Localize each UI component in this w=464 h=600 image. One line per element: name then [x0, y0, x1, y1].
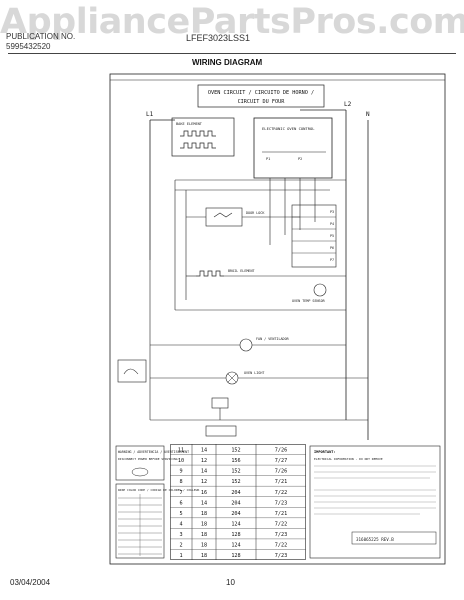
table-cell: 7	[179, 490, 182, 496]
part-number: 316065225 REV.B	[356, 537, 394, 542]
table-cell: 18	[201, 511, 207, 517]
table-cell: 11	[178, 448, 184, 454]
diagram-frame	[109, 73, 446, 565]
table-cell: 7/27	[275, 458, 288, 464]
table-cell: 4	[179, 521, 182, 527]
electronic-control	[253, 117, 333, 179]
svg-text:P1: P1	[266, 157, 270, 161]
svg-text:P6: P6	[330, 246, 334, 250]
svg-text:BROIL ELEMENT: BROIL ELEMENT	[228, 269, 255, 273]
table-cell: 7/21	[275, 511, 288, 517]
table-cell: 18	[201, 532, 207, 538]
table-cell: 152	[231, 469, 240, 475]
element-box	[171, 117, 235, 157]
table-cell: 8	[179, 479, 182, 485]
publication-number: 5995432520	[6, 42, 51, 51]
table-cell: 7/23	[275, 532, 288, 538]
table-cell: 7/23	[275, 500, 288, 506]
watermark: AppliancePartsPros.com	[0, 2, 464, 42]
svg-text:ELECTRICAL INFORMATION - DO NO: ELECTRICAL INFORMATION - DO NOT REMOVE	[314, 457, 383, 461]
table-cell: 5	[179, 511, 182, 517]
table-cell: 124	[231, 521, 240, 527]
label-n: N	[366, 111, 370, 118]
bake-element-label: BAKE ELEMENT	[176, 122, 203, 126]
table-cell: 7/22	[275, 543, 288, 549]
table-cell: 156	[231, 458, 240, 464]
svg-text:DOOR LOCK: DOOR LOCK	[246, 211, 265, 215]
circuit-title-line2: CIRCUIT DU FOUR	[238, 99, 286, 105]
table-cell: 14	[201, 500, 207, 506]
table-cell: 204	[231, 511, 240, 517]
table-cell: 18	[201, 543, 207, 549]
circuit-title-box	[197, 84, 325, 108]
svg-text:FAN / VENTILADOR: FAN / VENTILADOR	[256, 337, 290, 341]
svg-text:P4: P4	[330, 222, 334, 226]
table-cell: 152	[231, 448, 240, 454]
table-frame	[170, 444, 306, 560]
section-title: WIRING DIAGRAM	[192, 58, 263, 67]
table-cell: 12	[201, 458, 207, 464]
model-number: LFEF3023LSS1	[186, 33, 251, 43]
footer-date: 03/04/2004	[10, 578, 51, 587]
table-cell: 7/22	[275, 521, 288, 527]
table-cell: 7/26	[275, 469, 288, 475]
table-cell: 7/26	[275, 448, 288, 454]
svg-text:WARNING / ADVERTENCIA / AVERTI: WARNING / ADVERTENCIA / AVERTISSEMENT	[118, 450, 189, 454]
svg-text:P3: P3	[330, 210, 334, 214]
label-l1: L1	[146, 111, 154, 118]
control-label: ELECTRONIC OVEN CONTROL	[262, 126, 315, 131]
table-cell: 18	[201, 521, 207, 527]
table-cell: 204	[231, 490, 240, 496]
table-cell: 152	[231, 479, 240, 485]
table-cell: 204	[231, 500, 240, 506]
table-cell: 128	[231, 553, 240, 559]
header-rule	[8, 53, 456, 54]
color-legend	[115, 483, 165, 559]
svg-text:P5: P5	[330, 234, 334, 238]
table-cell: 14	[201, 469, 207, 475]
table-cell: 2	[179, 543, 182, 549]
table-cell: 16	[201, 490, 207, 496]
svg-text:DISCONNECT POWER BEFORE SERVIC: DISCONNECT POWER BEFORE SERVICING.	[118, 457, 180, 461]
svg-text:P2: P2	[298, 157, 302, 161]
table-cell: 6	[179, 500, 182, 506]
table-cell: 124	[231, 543, 240, 549]
label-l2: L2	[344, 101, 352, 108]
table-cell: 7/22	[275, 490, 288, 496]
table-cell: 7/21	[275, 479, 288, 485]
publication-label: PUBLICATION NO.	[6, 32, 76, 41]
svg-text:OVEN LIGHT: OVEN LIGHT	[244, 371, 264, 375]
table-cell: 7/23	[275, 553, 288, 559]
table-cell: 128	[231, 532, 240, 538]
svg-text:OVEN TEMP SENSOR: OVEN TEMP SENSOR	[292, 299, 326, 303]
page-number: 10	[226, 578, 235, 587]
svg-text:IMPORTANT:: IMPORTANT:	[314, 450, 336, 454]
door-lock	[205, 207, 243, 227]
table-cell: 3	[179, 532, 182, 538]
svg-text:P7: P7	[330, 258, 334, 262]
sensor-symbol	[313, 283, 327, 297]
table-cell: 14	[201, 448, 207, 454]
table-cell: 10	[178, 458, 184, 464]
relay-block	[291, 204, 337, 268]
circuit-title-line1: OVEN CIRCUIT / CIRCUITO DE HORNO /	[208, 90, 314, 96]
important-box	[309, 445, 441, 559]
svg-text:WIRE COLOR CODE / CODIGO DE CO: WIRE COLOR CODE / CODIGO DE COLORES / CO…	[118, 488, 199, 492]
table-cell: 9	[179, 469, 182, 475]
warning-box	[115, 445, 165, 481]
table-cell: 18	[201, 553, 207, 559]
fan-symbol	[239, 338, 253, 352]
table-cell: 1	[179, 553, 182, 559]
table-cell: 12	[201, 479, 207, 485]
